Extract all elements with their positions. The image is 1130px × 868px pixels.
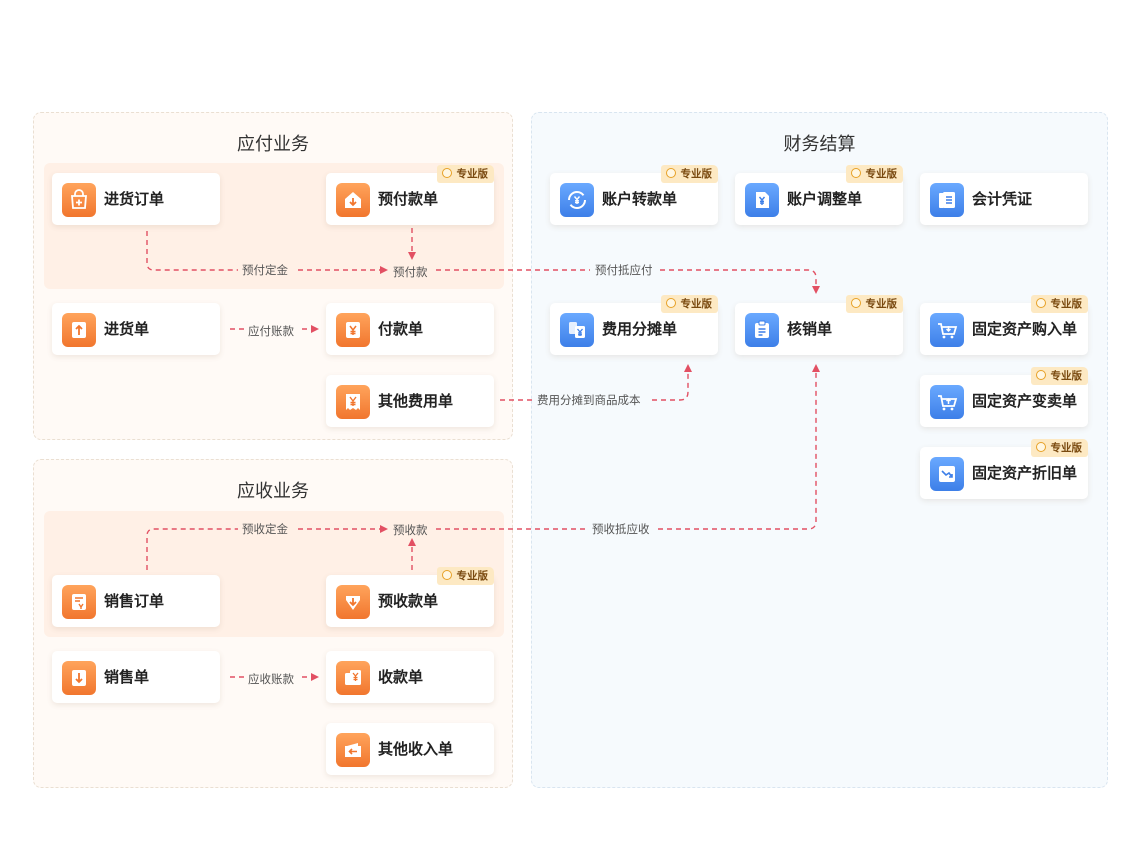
card-label: 进货订单 (104, 190, 165, 208)
card-label: 固定资产折旧单 (972, 464, 1078, 482)
flow-label-deposit-pay: 预付定金 (242, 263, 288, 277)
card-voucher[interactable]: 会计凭证 (920, 173, 1088, 225)
card-label: 其他费用单 (378, 392, 454, 410)
pro-badge: 专业版 (1030, 367, 1088, 385)
card-receipt[interactable]: 收款单 (326, 651, 494, 703)
card-label: 费用分摊单 (602, 320, 678, 338)
split-yen-icon (560, 313, 594, 347)
arrow-up-icon (62, 313, 96, 347)
card-label: 账户调整单 (787, 190, 863, 208)
flow-label-deposit-receive: 预收定金 (242, 522, 288, 536)
receipt-icon (336, 385, 370, 419)
receivable-section-title: 应收业务 (237, 481, 309, 502)
yen-icon (336, 313, 370, 347)
card-sales[interactable]: 销售单 (52, 651, 220, 703)
card-label: 付款单 (378, 320, 424, 338)
pro-badge: 专业版 (1030, 439, 1088, 457)
document-icon (62, 585, 96, 619)
pro-badge: 专业版 (660, 165, 718, 183)
pro-badge-icon (1035, 370, 1046, 380)
arrow-down-icon (62, 661, 96, 695)
flow-label-expense-to-cost: 费用分摊到商品成本 (537, 393, 641, 407)
card-asset-sale[interactable]: 专业版 固定资产变卖单 (920, 367, 1088, 427)
pro-badge-icon (850, 168, 861, 178)
card-prepayment[interactable]: 专业版 预付款单 (326, 165, 494, 225)
refresh-yen-icon (560, 183, 594, 217)
card-label: 预付款单 (378, 190, 439, 208)
flow-label-advance-offset: 预收抵应收 (592, 522, 650, 536)
ledger-icon (930, 183, 964, 217)
card-other-income[interactable]: 其他收入单 (326, 723, 494, 775)
finance-section-title: 财务结算 (783, 134, 856, 155)
cart-down-icon (930, 313, 964, 347)
pro-badge: 专业版 (436, 165, 494, 183)
payable-section-title: 应付业务 (237, 134, 309, 155)
card-writeoff[interactable]: 专业版 核销单 (735, 295, 903, 355)
card-label: 账户转款单 (602, 190, 678, 208)
card-label: 销售订单 (104, 592, 165, 610)
pro-badge: 专业版 (845, 295, 903, 313)
pro-badge-icon (665, 168, 676, 178)
card-label: 固定资产购入单 (972, 320, 1078, 338)
pro-badge-icon (850, 298, 861, 308)
card-purchase-order[interactable]: 进货订单 (52, 173, 220, 225)
pro-badge-icon (441, 168, 452, 178)
card-account-adjust[interactable]: 专业版 账户调整单 (735, 165, 903, 225)
card-label: 固定资产变卖单 (972, 392, 1078, 410)
line-deposit-pay (146, 231, 238, 271)
card-sales-order[interactable]: 销售订单 (52, 575, 220, 627)
card-label: 其他收入单 (378, 740, 454, 758)
flow-label-payable-account: 应付账款 (248, 324, 294, 338)
card-expense-alloc[interactable]: 专业版 费用分摊单 (550, 295, 718, 355)
pro-badge-icon (665, 298, 676, 308)
house-arrow-icon (336, 183, 370, 217)
card-purchase[interactable]: 进货单 (52, 303, 220, 355)
flow-label-receivable-account: 应收账款 (248, 672, 294, 686)
card-other-expense[interactable]: 其他费用单 (326, 375, 494, 427)
pro-badge-icon (1035, 298, 1046, 308)
trend-down-icon (930, 457, 964, 491)
card-label: 会计凭证 (972, 190, 1033, 208)
pro-badge-icon (1035, 442, 1046, 452)
bag-plus-icon (62, 183, 96, 217)
pro-badge-icon (441, 570, 452, 580)
card-asset-depreciation[interactable]: 专业版 固定资产折旧单 (920, 439, 1088, 499)
card-label: 预收款单 (378, 592, 439, 610)
card-account-transfer[interactable]: 专业版 账户转款单 (550, 165, 718, 225)
wallet-arrow-icon (336, 733, 370, 767)
pro-badge: 专业版 (660, 295, 718, 313)
flow-label-prepaid: 预付款 (393, 265, 428, 279)
wallet-yen-icon (336, 661, 370, 695)
card-asset-purchase[interactable]: 专业版 固定资产购入单 (920, 295, 1088, 355)
file-yen-icon (745, 183, 779, 217)
pro-badge: 专业版 (845, 165, 903, 183)
cart-up-icon (930, 385, 964, 419)
flow-label-prepaid-offset: 预付抵应付 (595, 263, 653, 277)
pro-badge: 专业版 (436, 567, 494, 585)
card-label: 销售单 (104, 668, 150, 686)
arrow-down-icon (336, 585, 370, 619)
pro-badge: 专业版 (1030, 295, 1088, 313)
line-deposit-receive (146, 528, 238, 570)
card-label: 进货单 (104, 320, 150, 338)
flow-label-advance: 预收款 (393, 523, 428, 537)
clipboard-icon (745, 313, 779, 347)
card-label: 核销单 (787, 320, 833, 338)
card-payment[interactable]: 付款单 (326, 303, 494, 355)
card-label: 收款单 (378, 668, 424, 686)
card-advance-receipt[interactable]: 专业版 预收款单 (326, 567, 494, 627)
